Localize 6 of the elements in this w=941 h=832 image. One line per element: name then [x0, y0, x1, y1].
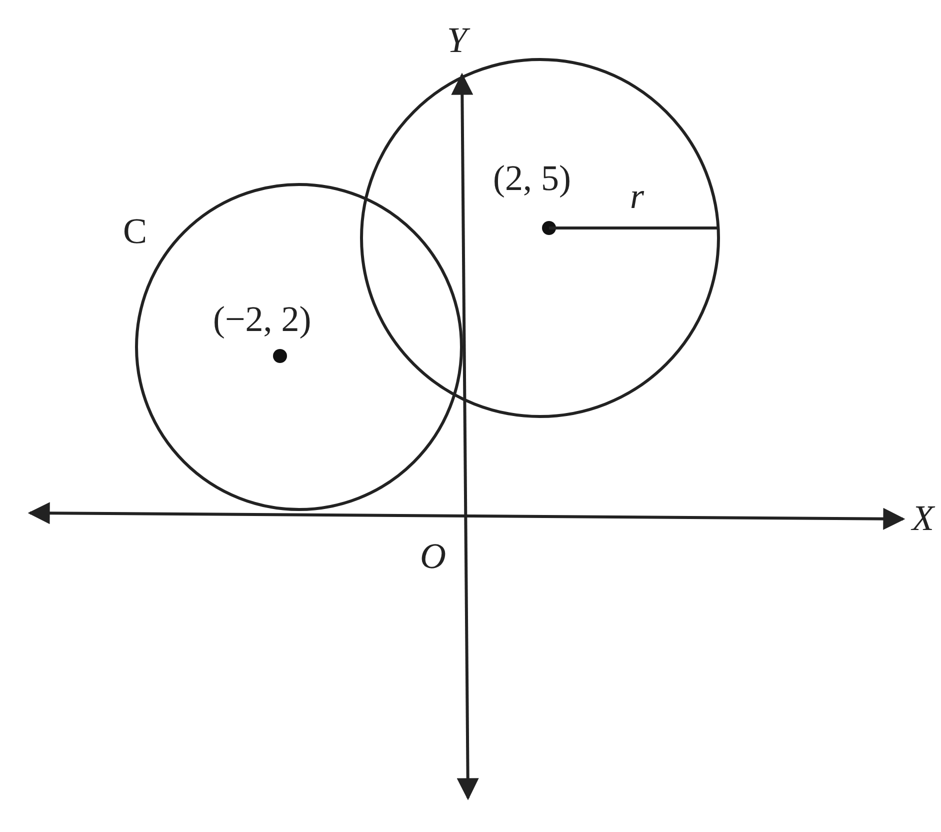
origin-label: O	[420, 538, 446, 574]
axis-label: X	[912, 500, 934, 536]
coordinate-label: (−2, 2)	[213, 301, 312, 337]
circle-name-label: C	[123, 213, 148, 249]
radius-label: r	[630, 178, 644, 214]
coordinate-label: (2, 5)	[493, 160, 571, 196]
